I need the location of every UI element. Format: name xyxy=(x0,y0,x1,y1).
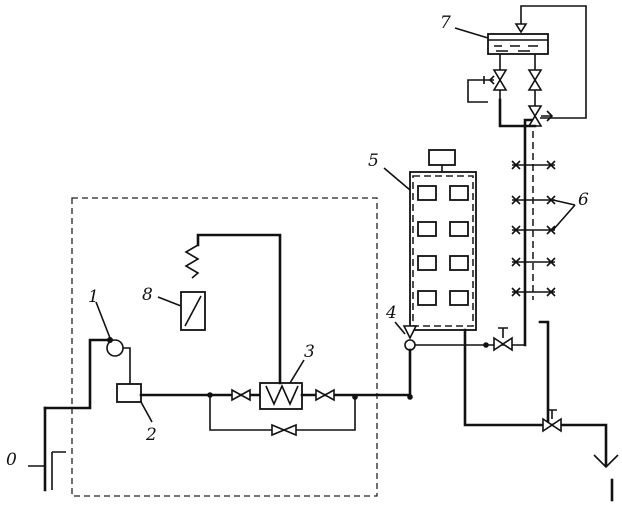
component-7-tank xyxy=(487,5,587,119)
component-0-inlet xyxy=(28,406,66,492)
label-8: 8 xyxy=(142,285,153,305)
tank-outlet-valve-left xyxy=(492,69,508,91)
label-2-leader xyxy=(140,401,153,423)
label-7: 7 xyxy=(440,13,451,33)
tank-outlet-pipes xyxy=(499,54,536,112)
component-1-pump xyxy=(106,337,131,384)
valve-right-of-exchanger xyxy=(315,388,335,402)
inlet-pipe xyxy=(43,338,110,410)
label-6: 6 xyxy=(578,190,589,210)
label-1: 1 xyxy=(88,287,99,307)
label-5-leader xyxy=(383,167,411,191)
tank-outlet-valve-right xyxy=(527,69,543,91)
equipment-boundary xyxy=(71,197,378,497)
tank-bottom-link xyxy=(498,98,537,128)
header-valve xyxy=(493,327,513,352)
junction-dot xyxy=(352,394,358,400)
component-6-rack xyxy=(511,120,556,300)
label-0: 0 xyxy=(6,450,17,470)
component-4-nozzle xyxy=(402,325,418,351)
label-6-leader xyxy=(552,199,576,231)
label-8-leader xyxy=(157,296,182,307)
tank-side-loop xyxy=(467,79,494,103)
label-7-leader xyxy=(454,27,489,39)
riser-pipe xyxy=(523,118,537,347)
component-3-heat-exchanger xyxy=(259,382,303,410)
cabinet-return-pipe xyxy=(463,328,558,427)
bypass-valve xyxy=(271,423,297,437)
label-2: 2 xyxy=(145,425,157,445)
sensor-spring xyxy=(184,244,200,279)
drain-outlet xyxy=(593,454,619,502)
label-1-leader xyxy=(95,301,111,339)
drain-pipe xyxy=(538,320,608,467)
label-3: 3 xyxy=(304,342,315,362)
label-4-leader xyxy=(394,321,406,335)
valve-left-of-exchanger xyxy=(231,388,251,402)
drain-valve xyxy=(542,409,562,433)
component-8-sensor xyxy=(180,291,206,331)
junction-dot xyxy=(207,392,213,398)
junction-dot xyxy=(483,342,489,348)
riser-top-valve xyxy=(527,105,554,127)
label-5: 5 xyxy=(368,151,379,171)
exchanger-signal-line xyxy=(196,233,282,385)
component-2-box xyxy=(116,383,142,403)
label-3-leader xyxy=(289,359,305,384)
tank-side-stub xyxy=(483,75,495,85)
junction-dot xyxy=(407,394,413,400)
label-4: 4 xyxy=(385,303,397,323)
component-5-cabinet xyxy=(409,149,477,331)
